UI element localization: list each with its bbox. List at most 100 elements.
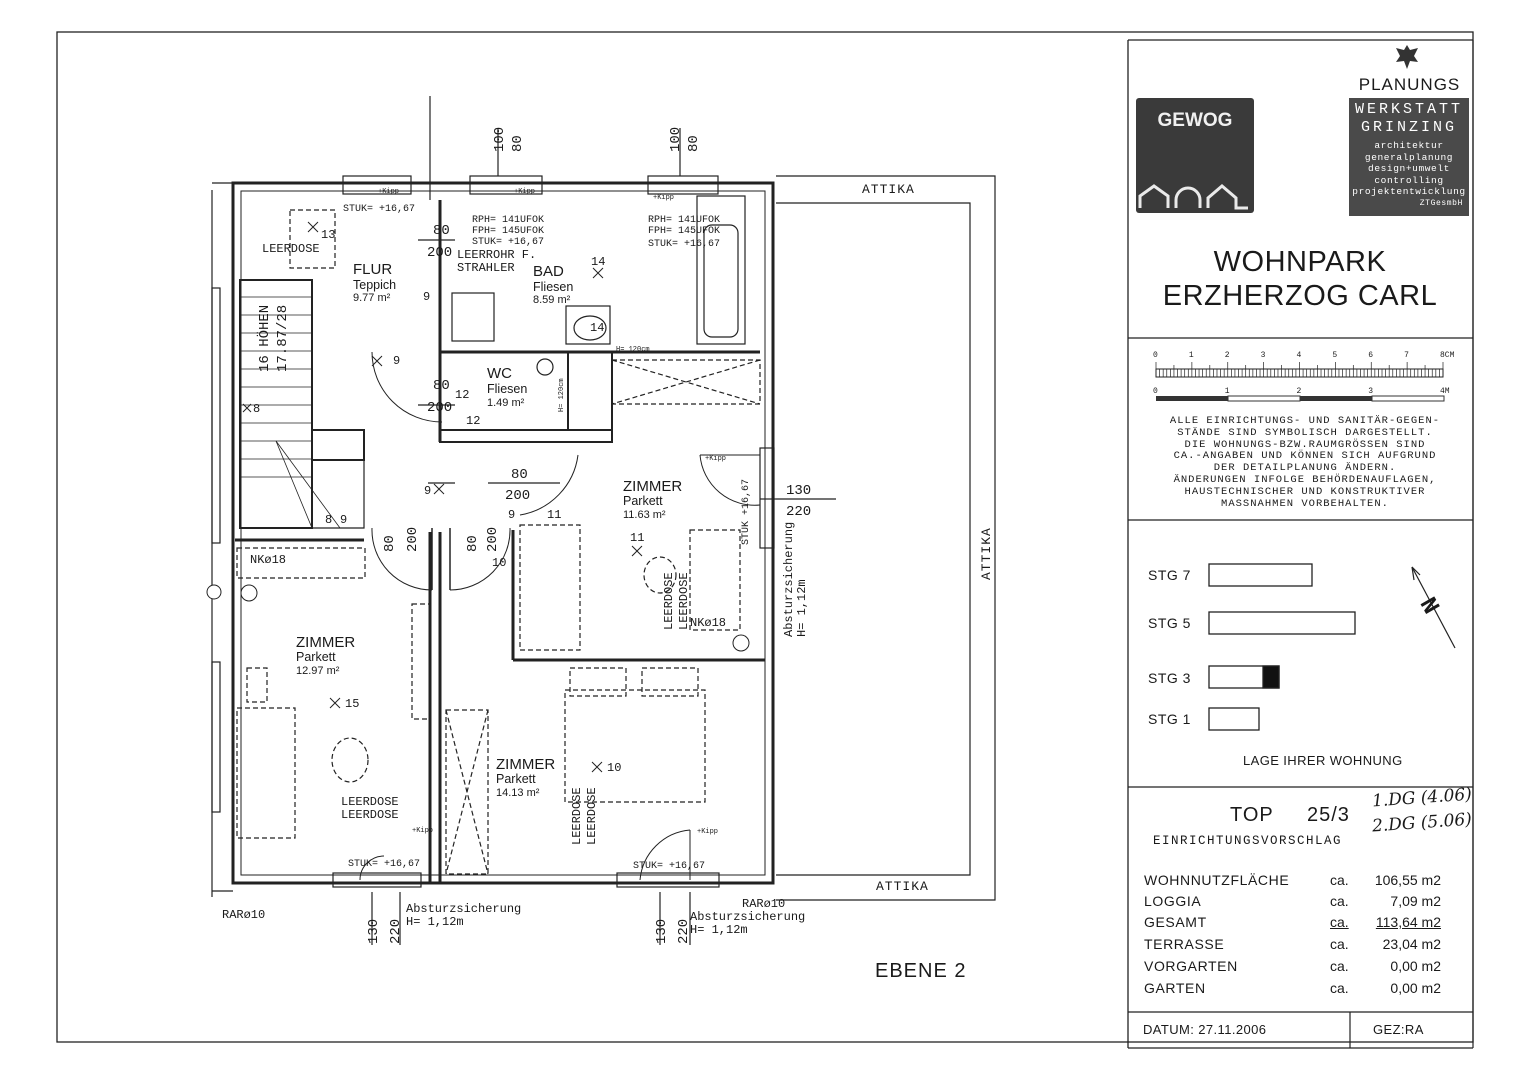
stg-label: STG 1 — [1148, 711, 1191, 727]
location-caption: LAGE IHRER WOHNUNG — [1243, 753, 1403, 768]
absturz-height: H= 1,12m — [795, 579, 809, 637]
fph-note: FPH= 145UFOK — [472, 226, 544, 237]
north-arrow-icon — [1411, 566, 1456, 649]
disclaimer-line: STÄNDE SIND SYMBOLISCH DARGESTELLT. — [1177, 426, 1433, 439]
mark-number: 9 — [423, 290, 430, 304]
dimension: 130 — [786, 483, 811, 499]
stuk-note: STUK= +16,67 — [472, 237, 544, 248]
area-ca: ca. — [1330, 936, 1349, 952]
scale-label-cm: 2 — [1225, 351, 1230, 360]
date-label: DATUM: 27.11.2006 — [1143, 1022, 1267, 1037]
stairs-note: 16 HÖHEN — [255, 305, 273, 372]
planungs-line: projektentwicklung — [1352, 186, 1466, 197]
top-number: 25/3 — [1307, 804, 1350, 826]
leerdose-note: LEERDOSE — [262, 242, 320, 256]
attika-label: ATTIKA — [979, 527, 994, 580]
mark-number: 8 — [325, 513, 332, 527]
area-value: 7,09 m2 — [1390, 893, 1441, 909]
project-title-line: WOHNPARK — [1213, 246, 1387, 278]
mark-number: 10 — [492, 556, 506, 570]
disclaimer: ALLE EINRICHTUNGS- UND SANITÄR-GEGEN- ST… — [1140, 415, 1470, 510]
strahler-note: STRAHLER — [457, 261, 515, 275]
attika-label: ATTIKA — [862, 182, 915, 197]
room-finish: Parkett — [623, 494, 663, 508]
area-value: 23,04 m2 — [1382, 936, 1441, 952]
planungs-line: WERKSTATT — [1354, 101, 1463, 118]
dimension: 200 — [405, 527, 421, 552]
level-label: EBENE 2 — [875, 960, 966, 982]
apartment-location-marker — [1262, 665, 1280, 689]
area-label: GARTEN — [1144, 980, 1206, 996]
dimension: 130 — [654, 919, 670, 944]
room-name: ZIMMER — [623, 478, 682, 495]
rph-note: RPH= 141UFOK — [472, 215, 544, 226]
disclaimer-line: CA.-ANGABEN UND KÖNNEN SICH AUFGRUND — [1173, 450, 1437, 463]
stg-1-box — [1208, 707, 1260, 731]
dimension: 220 — [676, 919, 692, 944]
leerdose-note: LEERDOSE — [341, 795, 399, 809]
stuk-note: STUK= +16,67 — [648, 239, 720, 250]
dimension: 220 — [388, 919, 404, 944]
kipp-note: +Kipp — [705, 455, 726, 463]
room-finish: Parkett — [296, 650, 336, 664]
room-name: ZIMMER — [296, 634, 355, 651]
dimension: 200 — [485, 527, 501, 552]
kipp-note: +Kipp — [412, 827, 433, 835]
mark-number: 12 — [466, 414, 480, 428]
room-area: 12.97 m² — [296, 665, 340, 677]
mark-number: 14 — [591, 255, 605, 269]
dimension: 80 — [465, 535, 481, 552]
stuk-note: STUK= +16,67 — [343, 204, 415, 215]
nk-note: NKø18 — [690, 616, 726, 630]
area-ca: ca. — [1330, 914, 1349, 930]
area-ca: ca. — [1330, 872, 1349, 888]
planungs-line: architektur — [1374, 140, 1444, 151]
kipp-note: +Kipp — [697, 828, 718, 836]
stg-label: STG 7 — [1148, 567, 1191, 583]
leerdose-note: LEERDOSE — [662, 572, 676, 630]
dimension: 220 — [786, 504, 811, 520]
dimension: 80 — [382, 535, 398, 552]
fph-note: FPH= 145UFOK — [648, 226, 720, 237]
scale-label-cm: 6 — [1368, 351, 1373, 360]
scale-label-cm: 4 — [1297, 351, 1302, 360]
kipp-note: +Kipp — [514, 188, 535, 196]
absturz-note: Absturzsicherung — [782, 522, 796, 637]
stairs-note: 17.87/28 — [275, 305, 291, 372]
planungs-line: design+umwelt — [1368, 163, 1450, 174]
scale-label-m: 4M — [1440, 387, 1450, 396]
absturz-height: H= 1,12m — [406, 915, 464, 929]
area-label: GESAMT — [1144, 914, 1207, 930]
stg-label: STG 3 — [1148, 670, 1191, 686]
nk-note: NKø18 — [250, 553, 286, 567]
mark-number: 13 — [321, 228, 335, 242]
rar-note: RARø10 — [742, 897, 785, 911]
subtitle: EINRICHTUNGSVORSCHLAG — [1153, 834, 1343, 848]
area-ca: ca. — [1330, 980, 1349, 996]
room-finish: Parkett — [496, 772, 536, 786]
dimension: 100 — [668, 127, 684, 152]
socket-icon — [206, 584, 222, 600]
scale-label-cm: 7 — [1404, 351, 1409, 360]
room-area: 11.63 m² — [623, 509, 666, 521]
area-label: VORGARTEN — [1144, 958, 1238, 974]
area-label: LOGGIA — [1144, 893, 1202, 909]
room-name: FLUR — [353, 261, 392, 278]
absturz-height: H= 1,12m — [690, 923, 748, 937]
project-title-line: ERZHERZOG CARL — [1162, 280, 1438, 312]
room-finish: Fliesen — [533, 280, 573, 294]
planungs-label: PLANUNGS — [1358, 75, 1461, 94]
leerdose-note: LEERDOSE — [677, 572, 691, 630]
project-title: WOHNPARK ERZHERZOG CARL — [1135, 245, 1465, 313]
area-label: TERRASSE — [1144, 936, 1225, 952]
scale-label-m: 2 — [1297, 387, 1302, 396]
scale-label-m: 1 — [1225, 387, 1230, 396]
rar-note: RARø10 — [222, 908, 265, 922]
area-value: 113,64 m2 — [1375, 914, 1441, 930]
dimension: 80 — [510, 135, 526, 152]
dimension: 100 — [492, 127, 508, 152]
socket-icon — [732, 634, 750, 652]
planungswerkstatt-logo: PLANUNGS WERKSTATT GRINZING architektur … — [1347, 42, 1472, 217]
area-value: 0,00 m2 — [1390, 958, 1441, 974]
room-finish: Teppich — [353, 278, 396, 292]
